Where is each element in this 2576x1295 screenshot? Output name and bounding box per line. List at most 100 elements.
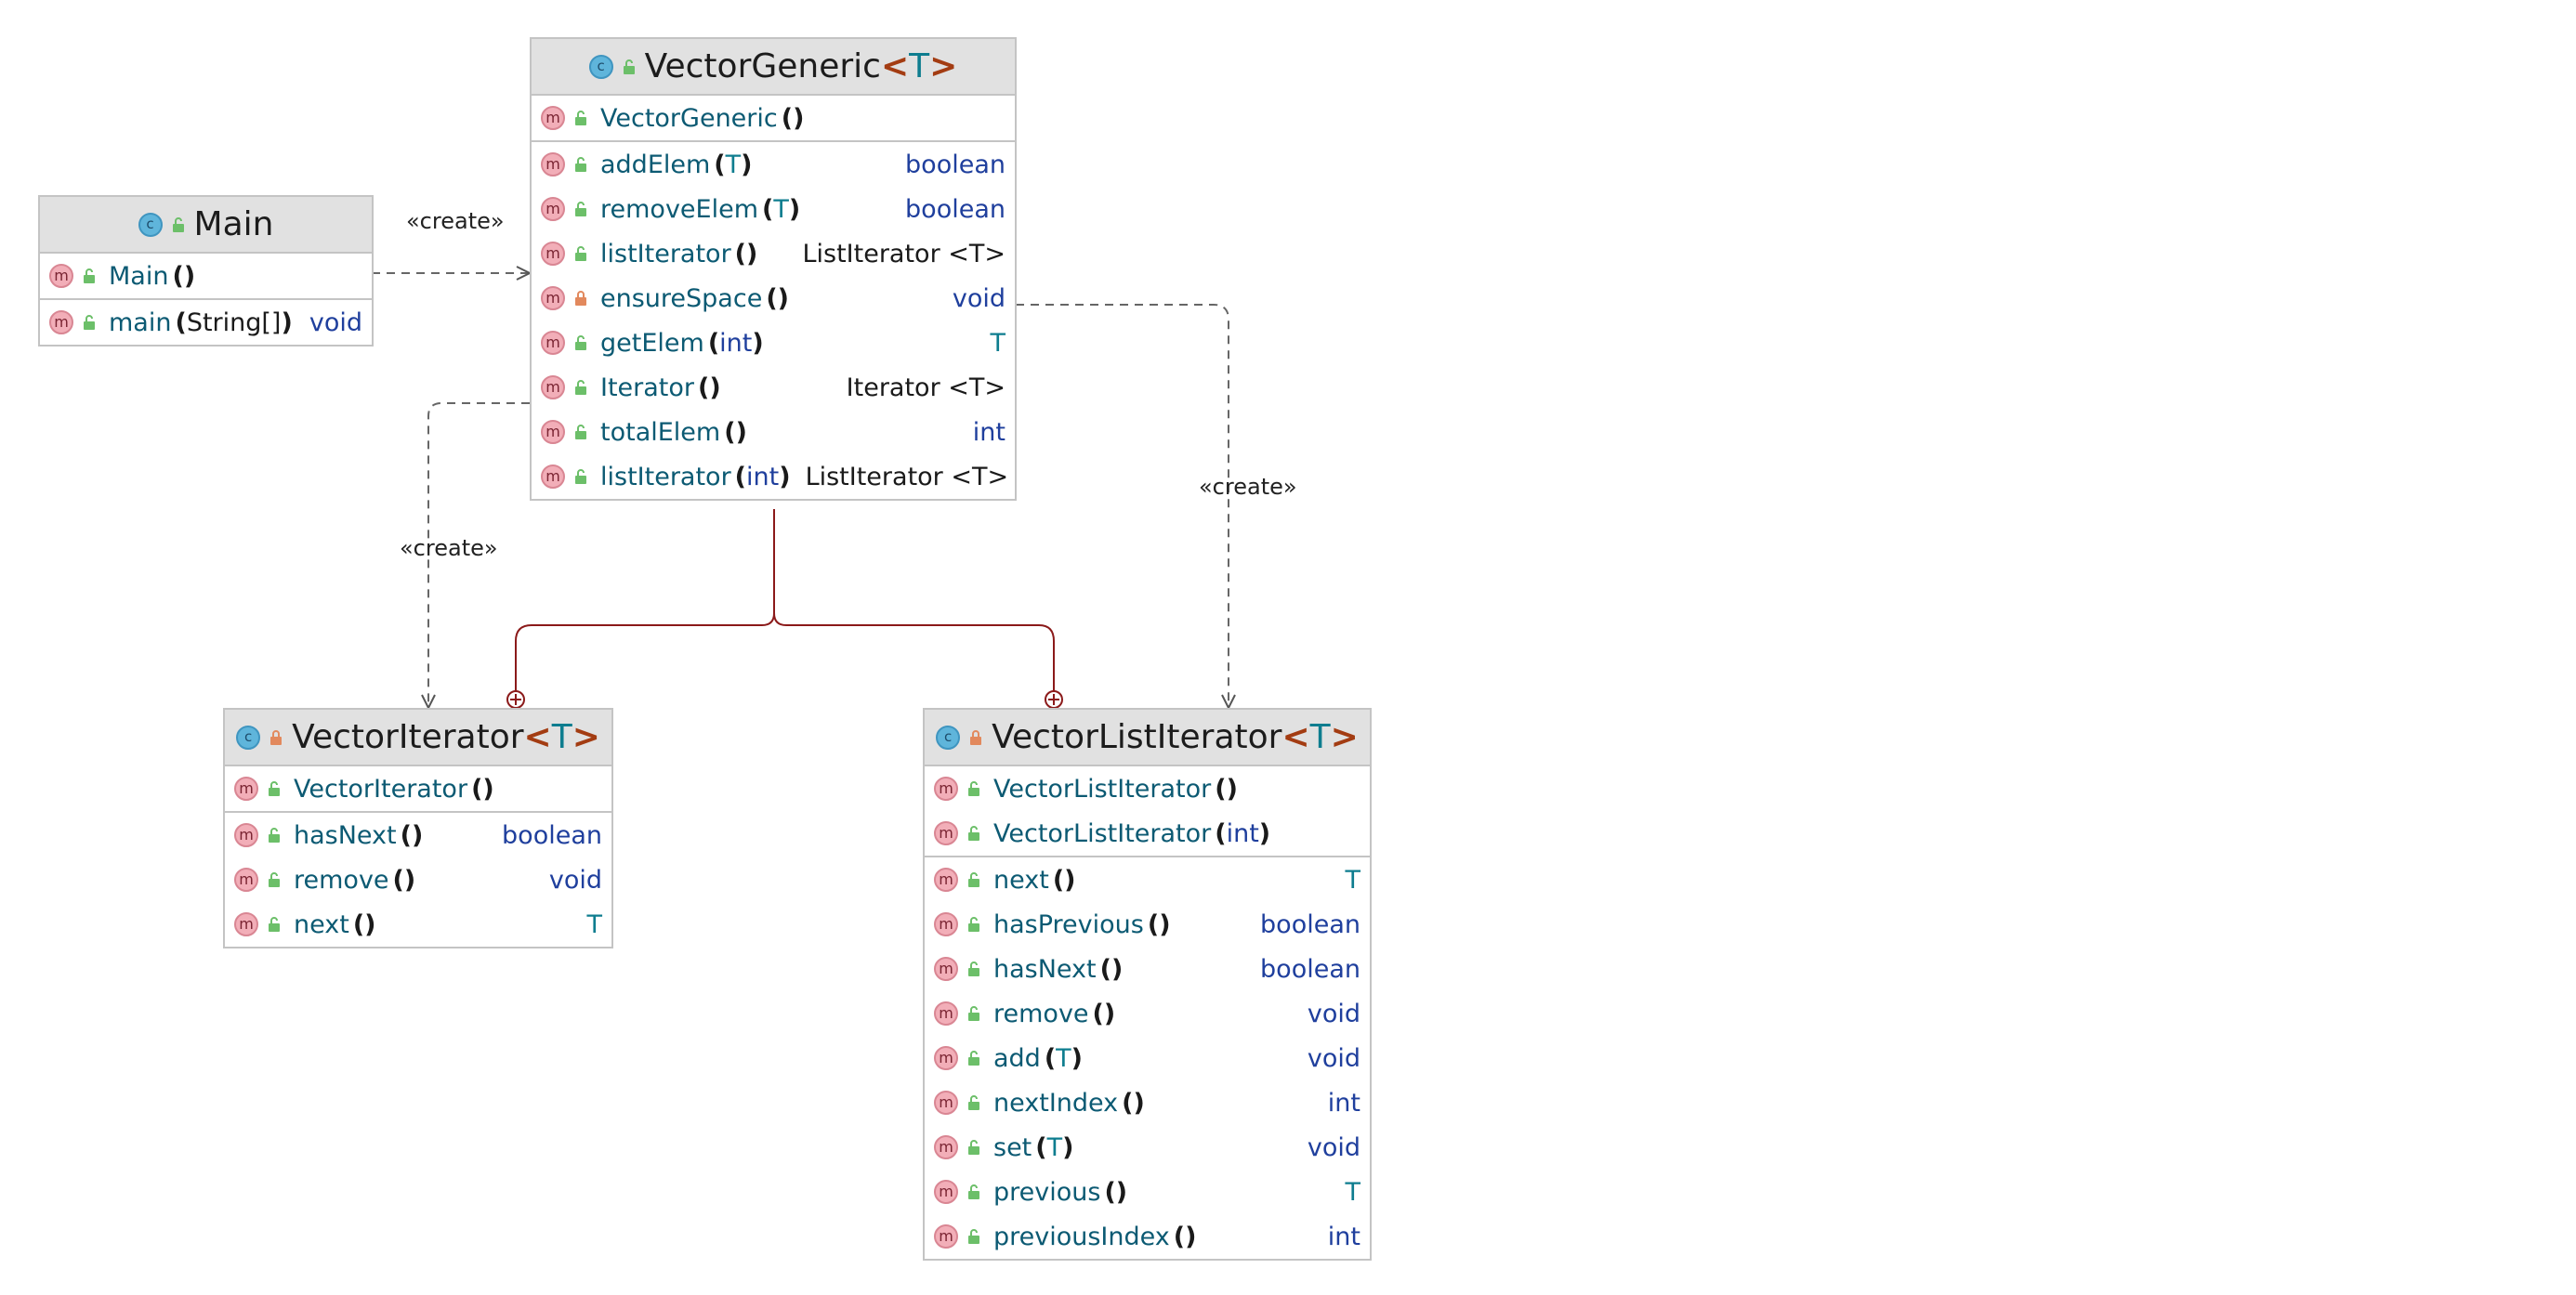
class-header: c VectorListIterator<T> <box>925 710 1370 766</box>
class-header: c VectorIterator<T> <box>225 710 611 766</box>
class-main[interactable]: c Main m Main() m main(String[]) void <box>38 195 374 347</box>
public-access-icon <box>623 59 635 74</box>
param-open: ( <box>698 373 710 402</box>
public-access-icon <box>968 1140 979 1155</box>
param-close: ) <box>1133 1088 1145 1118</box>
method-icon: m <box>934 1135 958 1159</box>
param-close: ) <box>1115 1177 1128 1207</box>
member-name: Main <box>109 261 169 291</box>
public-access-icon <box>968 1006 979 1021</box>
method-icon: m <box>934 957 958 981</box>
public-access-icon <box>968 1095 979 1110</box>
private-access-icon <box>970 729 982 745</box>
method-icon: m <box>934 912 958 936</box>
member-name: addElem <box>600 150 711 179</box>
member-name: remove <box>993 999 1089 1028</box>
method-icon: m <box>49 310 73 334</box>
public-access-icon <box>575 246 586 261</box>
public-access-icon <box>968 826 979 841</box>
member-name: next <box>294 909 349 939</box>
member-name: previousIndex <box>993 1222 1170 1251</box>
member-name: VectorIterator <box>294 774 468 804</box>
member-return: T <box>990 328 1006 358</box>
create-label-vectorlistiterator: «create» <box>1199 474 1297 500</box>
class-name: VectorListIterator<T> <box>992 718 1359 756</box>
param-open: ( <box>1044 1043 1057 1073</box>
method-icon: m <box>541 331 565 355</box>
class-header: c VectorGeneric<T> <box>532 39 1015 96</box>
method-icon: m <box>541 242 565 266</box>
member-name: nextIndex <box>993 1088 1119 1118</box>
member-return: void <box>548 865 602 895</box>
param-close: ) <box>1103 999 1116 1028</box>
param-open: ( <box>1122 1088 1134 1118</box>
member-params: int <box>719 328 753 358</box>
public-access-icon <box>269 828 280 843</box>
member-name: listIterator <box>600 239 731 268</box>
member-name: VectorListIterator <box>993 818 1212 848</box>
method-icon: m <box>934 1091 958 1115</box>
member-row[interactable]: m main(String[]) void <box>40 300 372 345</box>
member-name: listIterator <box>600 462 731 491</box>
member-name: hasNext <box>294 820 397 850</box>
member-return: T <box>1345 865 1361 895</box>
member-return: boolean <box>1260 954 1360 984</box>
member-name: totalElem <box>600 417 721 447</box>
param-close: ) <box>741 150 753 179</box>
param-open: ( <box>1099 954 1111 984</box>
constructors-section: m Main() <box>40 254 372 300</box>
method-icon: m <box>541 197 565 221</box>
member-row[interactable]: m Main() <box>40 254 372 298</box>
public-access-icon <box>269 917 280 932</box>
param-open: ( <box>781 103 794 133</box>
public-access-icon <box>269 781 280 796</box>
member-return: boolean <box>905 194 1005 224</box>
param-open: ( <box>1104 1177 1116 1207</box>
method-icon: m <box>934 1224 958 1249</box>
param-close: ) <box>777 283 789 313</box>
class-icon: c <box>588 54 613 79</box>
class-icon: c <box>236 725 261 750</box>
member-params: int <box>746 462 780 491</box>
param-open: ( <box>734 462 747 491</box>
method-icon: m <box>934 777 958 801</box>
private-access-icon <box>575 291 586 306</box>
param-close: ) <box>411 820 424 850</box>
member-name: removeElem <box>600 194 759 224</box>
member-return: int <box>1327 1222 1360 1251</box>
class-icon: c <box>936 725 961 750</box>
class-icon: c <box>138 212 163 237</box>
member-params: String[] <box>186 307 282 337</box>
